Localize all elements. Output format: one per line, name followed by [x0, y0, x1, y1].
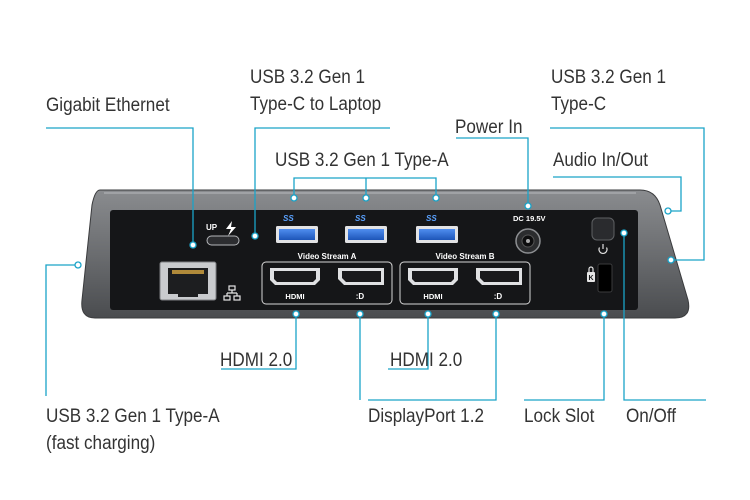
dc-rating: DC 19.5V: [513, 214, 546, 223]
callout-usb-c: [550, 127, 705, 261]
hdmi-mark-a: HDMI: [285, 292, 304, 301]
callout-usb-a-fast: [45, 264, 75, 396]
label-hdmi-a: HDMI 2.0: [220, 350, 293, 371]
label-usb-c-laptop-line2: Type-C to Laptop: [250, 94, 382, 115]
video-stream-b-box: [399, 261, 531, 305]
up-mark: UP: [206, 223, 218, 232]
usb-c-laptop-port: [206, 235, 240, 246]
displayport-b: [476, 268, 522, 285]
dp-mark-a: :D: [356, 292, 365, 301]
ss-mark: SS: [283, 214, 294, 223]
lightning-icon: [226, 221, 236, 236]
dp-mark-b: :D: [494, 292, 503, 301]
callout-gigabit-ethernet: [46, 127, 194, 242]
power-icon: [598, 244, 608, 255]
video-stream-b-label: Video Stream B: [436, 252, 495, 261]
ethernet-port: [159, 261, 217, 301]
callout-lock-slot: [524, 314, 605, 401]
label-usb-c-laptop-line1: USB 3.2 Gen 1: [250, 67, 366, 88]
ss-mark: SS: [355, 214, 366, 223]
callout-tips: [74, 194, 675, 318]
callout-usb-a-top: [293, 177, 437, 195]
label-audio: Audio In/Out: [553, 150, 649, 171]
video-stream-a-label: Video Stream A: [298, 252, 357, 261]
lock-slot: [597, 263, 613, 293]
usb-a-port-1: SS: [276, 214, 318, 243]
callout-lines: [45, 127, 706, 401]
label-usb-a-fast-line2: (fast charging): [46, 433, 156, 454]
callout-hdmi-a: [221, 314, 297, 370]
usb-a-port-3: SS: [416, 214, 458, 243]
label-lock-slot: Lock Slot: [524, 406, 595, 427]
label-usb-c-line1: USB 3.2 Gen 1: [551, 67, 667, 88]
callout-power-in: [456, 137, 529, 203]
dc-power-jack: [515, 228, 541, 254]
callout-hdmi-b: [388, 314, 429, 370]
label-gigabit-ethernet: Gigabit Ethernet: [46, 95, 170, 116]
label-usb-a-fast: USB 3.2 Gen 1 Type-A (fast charging): [46, 403, 220, 457]
usb-a-port-2: SS: [345, 214, 387, 243]
label-displayport: DisplayPort 1.2: [368, 406, 484, 427]
hdmi-mark-b: HDMI: [423, 292, 442, 301]
label-hdmi-b: HDMI 2.0: [390, 350, 463, 371]
power-button: [591, 217, 615, 241]
callout-usb-c-laptop: [254, 127, 390, 236]
lock-icon: K: [587, 266, 595, 282]
label-usb-a-top: USB 3.2 Gen 1 Type-A: [275, 150, 449, 171]
label-usb-c-laptop: USB 3.2 Gen 1 Type-C to Laptop: [250, 64, 381, 118]
video-stream-a-box: [261, 261, 393, 305]
label-power-in: Power In: [455, 117, 523, 138]
label-usb-c-line2: Type-C: [551, 94, 607, 115]
label-usb-a-fast-line1: USB 3.2 Gen 1 Type-A: [46, 406, 220, 427]
hdmi-port-a: [270, 268, 320, 285]
hdmi-port-b: [408, 268, 458, 285]
svg-text:K: K: [589, 275, 594, 282]
callout-audio: [553, 176, 682, 212]
network-icon: [223, 285, 241, 301]
callout-on-off: [623, 236, 706, 401]
label-on-off: On/Off: [626, 406, 677, 427]
ss-mark: SS: [426, 214, 437, 223]
label-usb-c: USB 3.2 Gen 1 Type-C: [551, 64, 666, 118]
callout-displayport-b: [368, 314, 497, 401]
displayport-a: [338, 268, 384, 285]
